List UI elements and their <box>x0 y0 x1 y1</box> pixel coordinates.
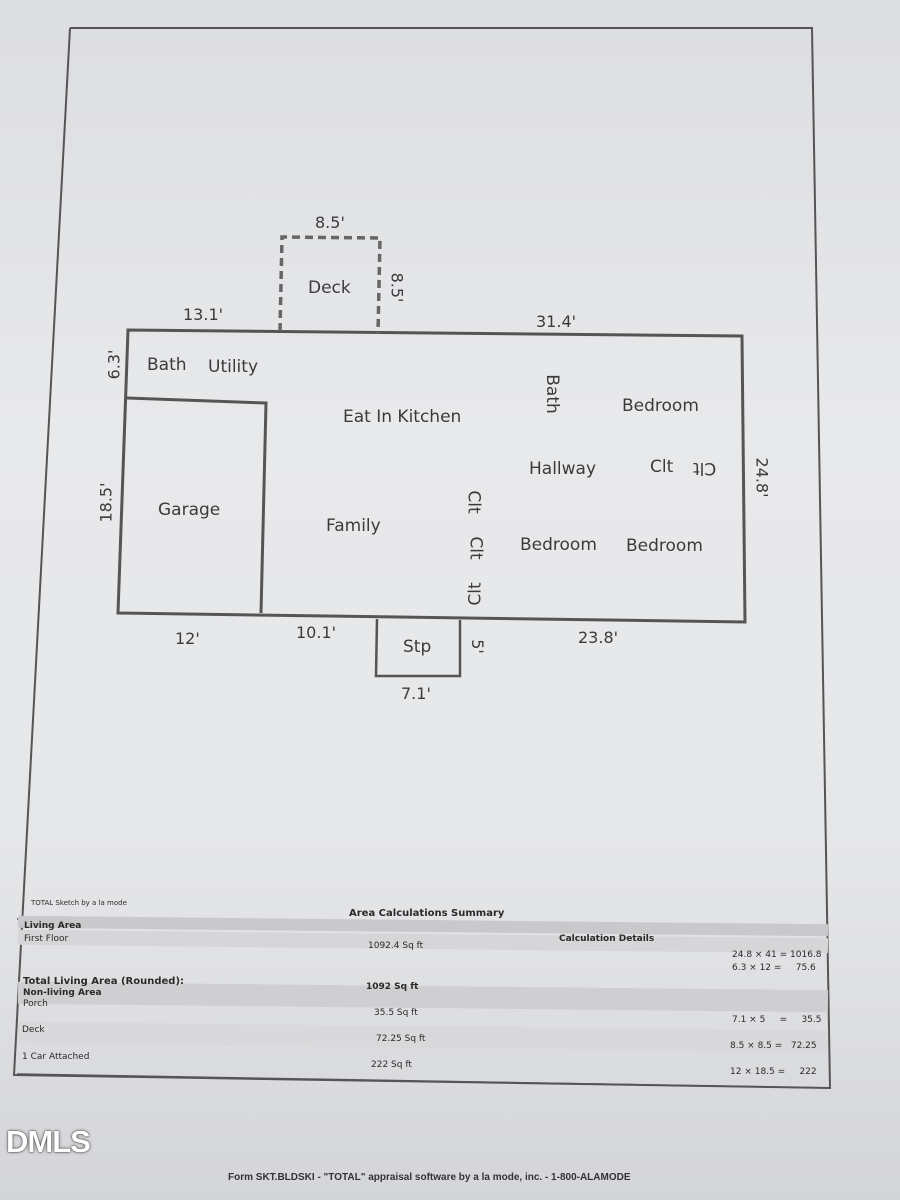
dim-step-bottom: 7.1' <box>401 684 431 703</box>
garage-calc: 12 × 18.5 = 222 <box>730 1067 817 1077</box>
room-bath-2: Bath <box>541 374 562 414</box>
calculation-details-label: Calculation Details <box>559 934 655 944</box>
room-bedroom-2: Bedroom <box>520 535 597 555</box>
calc-line-2: 6.3 × 12 = 75.6 <box>732 963 816 973</box>
sketch-credit: TOTAL Sketch by a la mode <box>31 899 127 907</box>
porch-calc: 7.1 × 5 = 35.5 <box>732 1015 822 1025</box>
room-bedroom-1: Bedroom <box>622 396 699 416</box>
watermark-logo: DMLS <box>6 1124 91 1159</box>
garage-label: 1 Car Attached <box>22 1052 90 1062</box>
living-area-label: Living Area <box>24 921 82 931</box>
room-closet-5: Clt <box>465 582 486 606</box>
dim-top-left: 13.1' <box>183 305 224 324</box>
form-footer: Form SKT.BLDSKI - "TOTAL" appraisal soft… <box>228 1172 631 1183</box>
dim-bottom-mid: 10.1' <box>296 623 337 642</box>
deck-outline <box>278 235 382 334</box>
room-bath: Bath <box>147 355 187 375</box>
dim-top-right: 31.4' <box>536 312 577 331</box>
dim-bottom-right: 23.8' <box>578 628 619 647</box>
summary-line-mid <box>16 1073 831 1089</box>
non-living-label: Non-living Area <box>23 988 102 998</box>
room-utility: Utility <box>208 357 259 377</box>
dim-step-right: 5' <box>467 639 487 654</box>
first-floor-value: 1092.4 Sq ft <box>368 941 424 951</box>
garage-value: 222 Sq ft <box>371 1060 412 1070</box>
dim-bottom-garage: 12' <box>175 629 200 648</box>
dim-left-upper: 6.3' <box>104 349 124 380</box>
dim-right: 24.8' <box>752 457 772 498</box>
room-bedroom-3: Bedroom <box>626 536 703 556</box>
dim-deck-top: 8.5' <box>315 213 345 232</box>
dim-left-lower: 18.5' <box>96 482 116 523</box>
dim-deck-right: 8.5' <box>387 272 407 303</box>
step-outline <box>374 618 462 678</box>
garage-outline <box>126 396 268 614</box>
room-garage: Garage <box>158 500 221 520</box>
room-eat-in-kitchen: Eat In Kitchen <box>343 407 462 427</box>
room-closet-2: Clt <box>693 458 717 478</box>
total-living-label: Total Living Area (Rounded): <box>23 976 185 987</box>
deck-label: Deck <box>22 1025 45 1035</box>
room-closet-3: Clt <box>463 490 484 514</box>
room-closet-4: Clt <box>465 536 486 560</box>
room-deck: Deck <box>308 278 351 298</box>
total-living-value: 1092 Sq ft <box>366 982 419 992</box>
deck-calc: 8.5 × 8.5 = 72.25 <box>730 1041 817 1051</box>
porch-label: Porch <box>23 999 48 1009</box>
deck-value: 72.25 Sq ft <box>376 1034 426 1044</box>
summary-title: Area Calculations Summary <box>349 908 505 919</box>
room-closet-1: Clt <box>650 457 674 477</box>
calc-line-1: 24.8 × 41 = 1016.8 <box>732 950 822 960</box>
porch-value: 35.5 Sq ft <box>374 1008 418 1018</box>
room-hallway: Hallway <box>529 459 597 479</box>
room-step: Stp <box>403 637 432 657</box>
first-floor-label: First Floor <box>24 934 69 944</box>
room-family: Family <box>326 516 381 536</box>
house-outline <box>116 328 747 624</box>
